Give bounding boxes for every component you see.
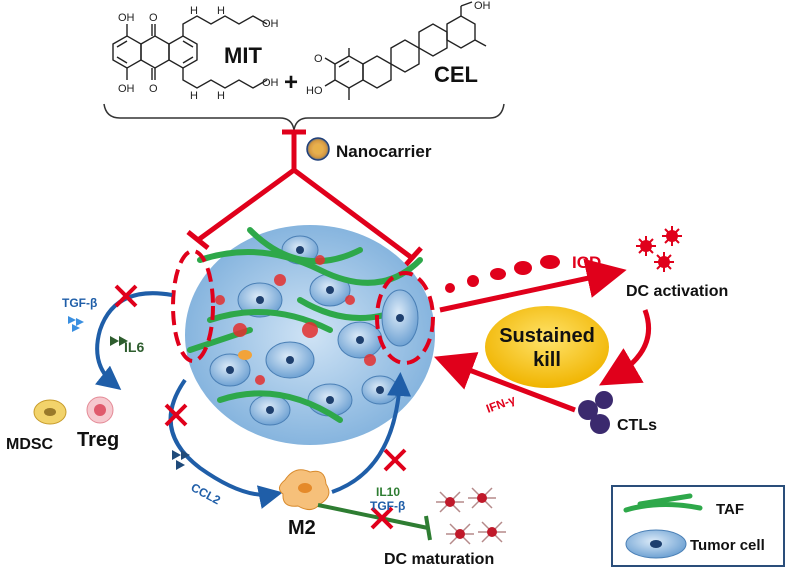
- mit-oh-top: OH: [118, 12, 135, 24]
- plus-sign: +: [284, 69, 298, 96]
- m2-return-arrow: [331, 372, 412, 494]
- mdsc-cell-icon: [33, 399, 67, 425]
- dc-activation-label: DC activation: [626, 283, 728, 300]
- il10-label: IL10: [376, 485, 400, 499]
- legend-tumor-cell-label: Tumor cell: [690, 537, 765, 554]
- ccl2-label: CCL2: [189, 480, 224, 507]
- ccl2-cross: [164, 403, 188, 427]
- ctl-cells: [578, 391, 613, 434]
- cel-ho: HO: [306, 85, 323, 97]
- inhibit-branch-left: [196, 167, 296, 243]
- cel-cooh-oh: OH: [474, 0, 491, 12]
- taf-legend-icon: [623, 493, 703, 513]
- sustained-kill-line1: Sustained: [499, 325, 595, 347]
- dc-maturation-cells: [436, 487, 506, 545]
- mit-oh-end-top: OH: [262, 18, 279, 30]
- inhibit-bar-left: [186, 230, 210, 250]
- mit-oh-end-bottom: OH: [262, 77, 279, 89]
- m2-label: M2: [288, 517, 316, 539]
- tumor-cell-highlight: [375, 271, 435, 365]
- treg-cell-icon: [86, 396, 114, 424]
- mdsc-label: MDSC: [6, 436, 54, 453]
- mit-nh-top: H: [190, 5, 198, 17]
- m2-macrophage-icon: [279, 469, 330, 510]
- inhibit-branch-right: [292, 167, 414, 261]
- ctls-label: CTLs: [617, 417, 657, 434]
- mit-o-top: O: [149, 12, 158, 24]
- il10-cross: [370, 506, 394, 530]
- sustained-kill-badge: [485, 306, 609, 388]
- nanocarrier-label: Nanocarrier: [336, 142, 432, 161]
- mit-structure: [112, 15, 268, 89]
- tgf-beta2-label: TGF-β: [370, 499, 405, 513]
- mit-nh2-top: H: [217, 5, 225, 17]
- drug-mit-label: MIT: [224, 43, 262, 68]
- mit-nh-bottom: H: [190, 90, 198, 102]
- mit-atom-labels: OH OH O O H H H H OH OH: [118, 5, 279, 102]
- treg-label: Treg: [77, 429, 119, 451]
- il10-inhibit-bar: [424, 515, 432, 541]
- il10-inhibit-line: [317, 503, 429, 530]
- dc-activation-cells: [636, 226, 682, 272]
- ifn-label: IFN-γ: [484, 392, 517, 416]
- drug-cel-label: CEL: [434, 62, 478, 87]
- m2-return-cross: [383, 448, 407, 472]
- mit-o-bottom: O: [149, 83, 158, 95]
- legend-taf-label: TAF: [716, 501, 744, 518]
- taf-highlight: [171, 249, 215, 363]
- tumor-mass: [185, 225, 435, 445]
- dc-maturation-label: DC maturation: [384, 551, 494, 568]
- tumor-cell-legend-icon: [625, 529, 687, 559]
- cel-structure: [324, 1, 487, 100]
- tgf-beta-label: TGF-β: [62, 296, 97, 310]
- dc-to-ctl-arrow: [599, 309, 651, 386]
- icd-dots: [445, 255, 560, 293]
- nanocarrier-core-icon: [313, 144, 323, 154]
- il6-label: IL6: [124, 339, 144, 355]
- ifn-arrow: [433, 352, 576, 413]
- highlighted-tumor-nucleus: [396, 314, 404, 322]
- cel-o: O: [314, 53, 323, 65]
- tgf-triangles: [68, 316, 84, 332]
- sustained-kill-line2: kill: [533, 349, 561, 371]
- il6-triangles: [110, 336, 128, 346]
- mit-oh-bottom: OH: [118, 83, 135, 95]
- drug-bracket: [103, 103, 505, 131]
- icd-label: ICD: [572, 253, 601, 272]
- cel-atom-labels: OH O HO: [306, 0, 491, 97]
- ccl2-arrow: [168, 378, 283, 509]
- mit-nh2-bottom: H: [217, 90, 225, 102]
- ccl2-triangles: [172, 450, 190, 470]
- icd-to-dc-arrow: [439, 258, 627, 313]
- tgf-loop-arrow: [95, 291, 173, 391]
- tgf-cross: [114, 284, 138, 308]
